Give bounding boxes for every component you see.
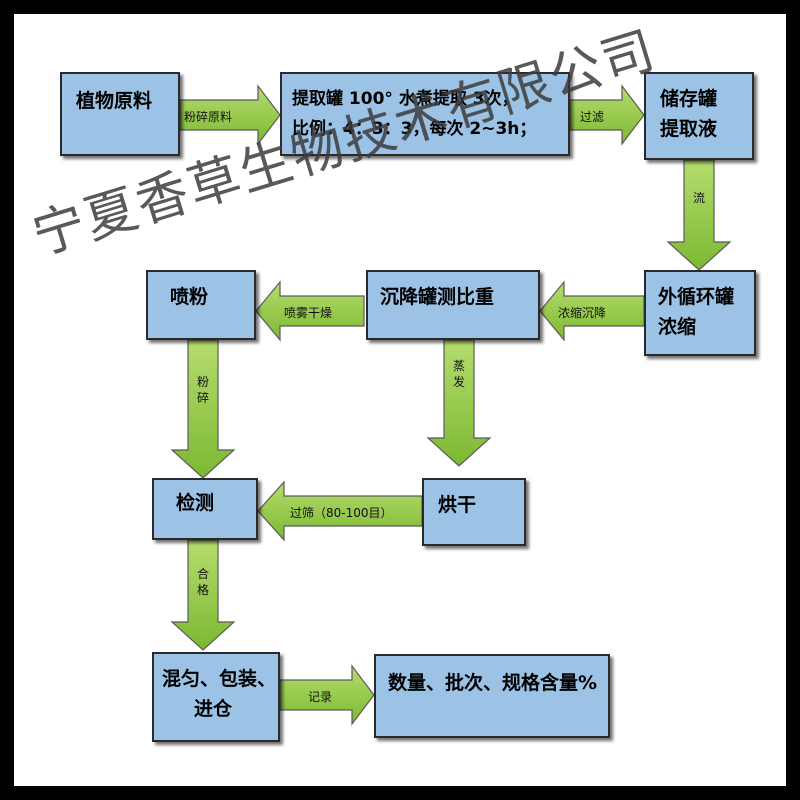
label-filter: 过滤 <box>580 110 605 124</box>
node-storage-tank: 储存罐 提取液 <box>644 72 754 160</box>
flowchart-canvas: 粉碎原料 过滤 流 浓缩沉降 喷雾干燥 蒸发 粉碎 过筛（80-100目） 合格… <box>14 14 786 786</box>
label-crush: 粉碎 <box>196 375 209 405</box>
label-concentrate-settle: 浓缩沉降 <box>558 306 607 320</box>
node-storage-tank-line1: 储存罐 <box>660 88 718 110</box>
node-mixing-packing: 混匀、包装、 进仓 <box>152 652 280 742</box>
arrows-layer <box>170 84 732 726</box>
node-testing: 检测 <box>152 478 258 540</box>
arrow-flow <box>666 159 732 271</box>
node-record-result-text: 数量、批次、规格含量% <box>388 672 598 694</box>
node-mixing-packing-line1: 混匀、包装、 <box>162 668 277 690</box>
node-raw-material: 植物原料 <box>60 72 180 156</box>
label-flow: 流 <box>692 191 705 205</box>
node-extract-tank-line2: 比例：4：3：3，每次 2~3h； <box>292 119 537 139</box>
node-settling-tank: 沉降罐测比重 <box>366 270 540 340</box>
node-raw-material-text: 植物原料 <box>76 90 153 112</box>
node-storage-tank-line2: 提取液 <box>660 118 718 140</box>
label-record: 记录 <box>308 690 333 704</box>
arrow-crush <box>170 339 236 479</box>
arrow-sieve <box>257 480 423 542</box>
node-external-circulation-line2: 浓缩 <box>658 316 697 338</box>
node-spray-powder: 喷粉 <box>146 270 256 340</box>
label-evaporate: 蒸发 <box>452 359 465 389</box>
node-spray-powder-text: 喷粉 <box>170 286 209 308</box>
node-extract-tank-line1: 提取罐 100° 水煮提取 3次， <box>292 89 519 109</box>
node-external-circulation-line1: 外循环罐 <box>658 286 735 308</box>
node-drying: 烘干 <box>422 478 526 546</box>
arrow-filter <box>569 84 645 146</box>
arrow-record <box>279 664 375 726</box>
arrow-qualified <box>170 539 236 651</box>
label-crush-raw: 粉碎原料 <box>184 110 233 124</box>
arrow-crush-raw <box>179 84 281 146</box>
node-testing-text: 检测 <box>176 492 215 514</box>
label-spray-dry: 喷雾干燥 <box>284 306 333 320</box>
label-sieve: 过筛（80-100目） <box>290 506 393 520</box>
node-record-result: 数量、批次、规格含量% <box>374 654 610 738</box>
node-drying-text: 烘干 <box>438 494 477 516</box>
node-settling-tank-text: 沉降罐测比重 <box>380 286 495 308</box>
node-mixing-packing-line2: 进仓 <box>194 698 233 720</box>
node-external-circulation: 外循环罐 浓缩 <box>644 270 756 356</box>
node-extract-tank: 提取罐 100° 水煮提取 3次， 比例：4：3：3，每次 2~3h； <box>280 72 570 156</box>
arrow-concentrate-settle <box>539 280 645 342</box>
arrow-spray-dry <box>255 280 365 342</box>
label-qualified: 合格 <box>196 567 209 597</box>
arrow-evaporate <box>426 339 492 467</box>
